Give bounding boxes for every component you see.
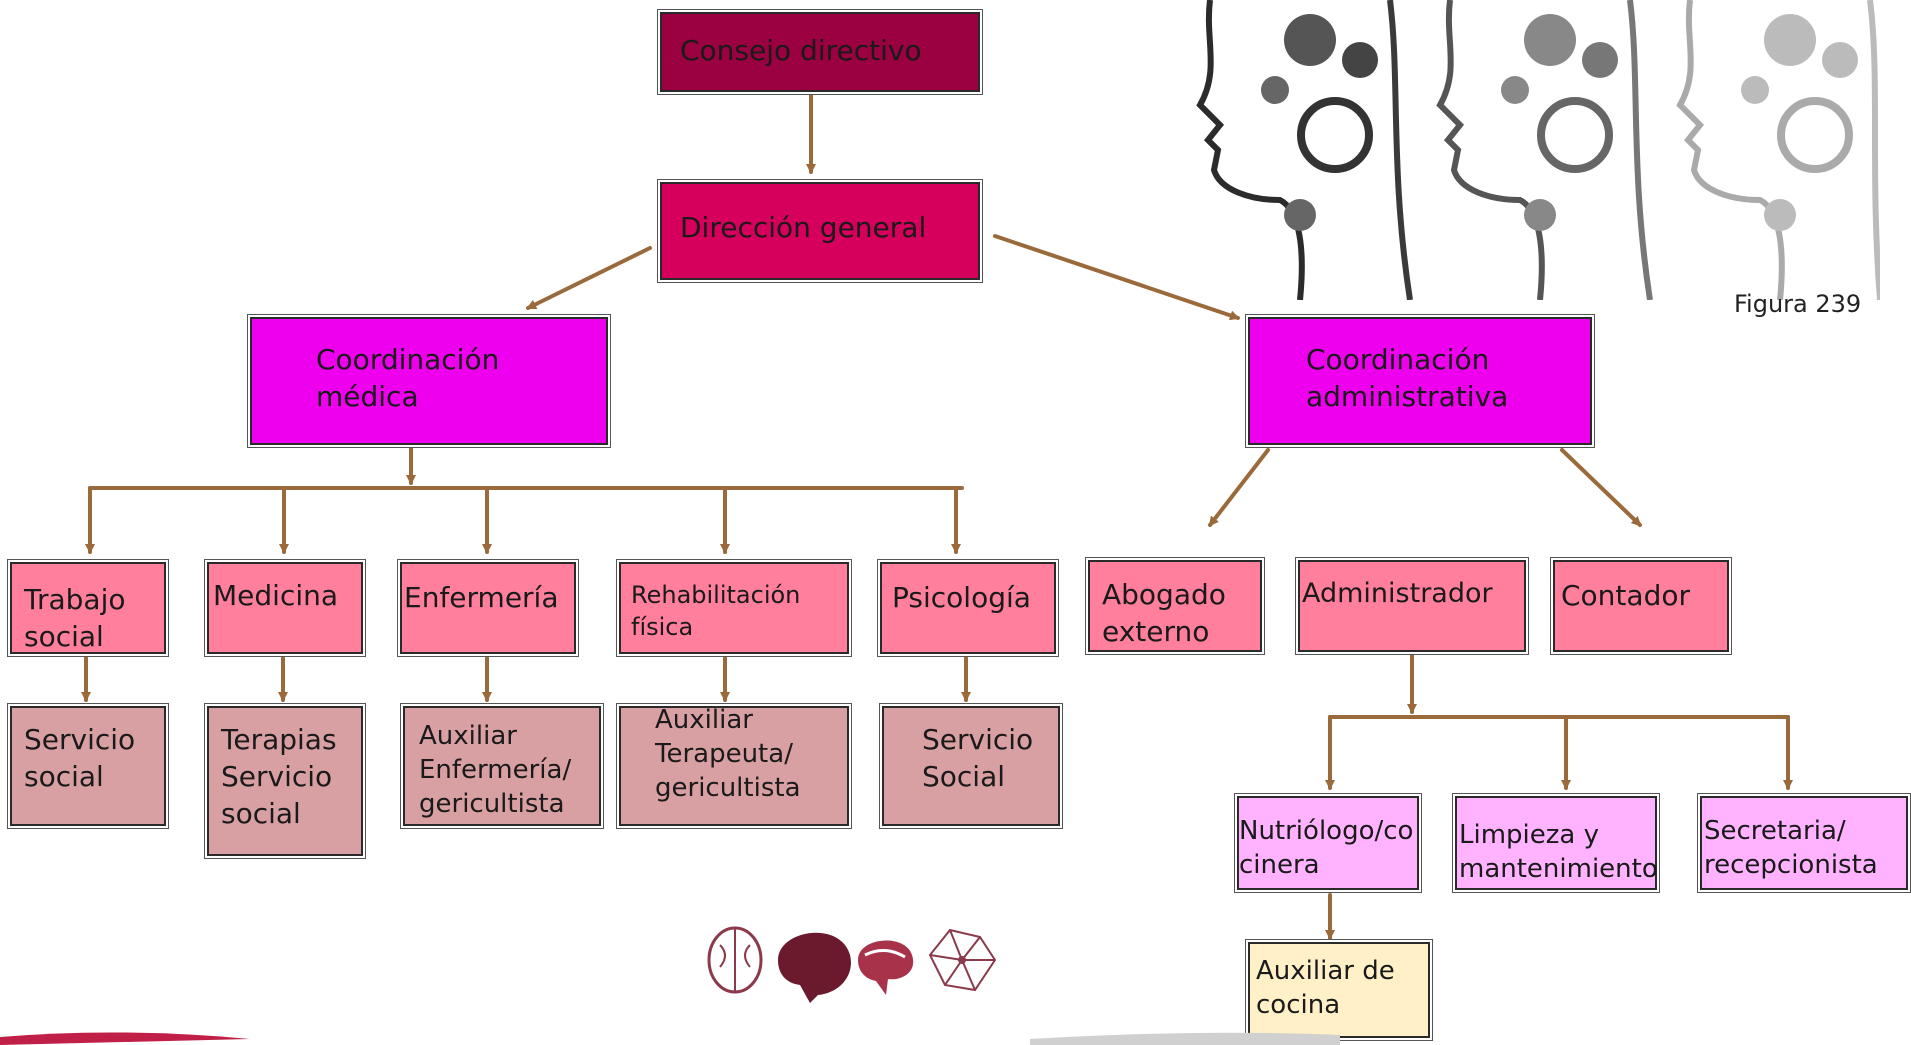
node-rehabilitacion-fisica: Rehabilitación física	[619, 562, 849, 654]
node-label: Medicina	[213, 579, 339, 612]
node-servicio-social-psicologia: Servicio Social	[882, 706, 1060, 826]
bottom-swoosh	[0, 1032, 1340, 1045]
node-label: Trabajo social	[24, 583, 126, 653]
node-label: Auxiliar Terapeuta/ gericultista	[655, 705, 801, 803]
brain-outline-icon	[707, 926, 763, 994]
node-label: Auxiliar de cocina	[1256, 956, 1395, 1021]
node-psicologia: Psicología	[880, 562, 1056, 654]
node-coordinacion-medica: Coordinación médica	[250, 317, 608, 445]
node-medicina: Medicina	[207, 562, 363, 654]
node-label: Enfermería	[404, 581, 559, 614]
node-label: Terapias Servicio social	[221, 723, 337, 830]
node-label: Nutriólogo/co cinera	[1239, 816, 1414, 881]
node-direccion-general: Dirección general	[660, 182, 980, 280]
node-trabajo-social: Trabajo social	[10, 562, 166, 654]
node-label: Contador	[1561, 579, 1690, 612]
three-heads-with-gears-icon	[1196, 0, 1880, 300]
node-auxiliar-cocina: Auxiliar de cocina	[1248, 942, 1430, 1038]
network-brain-icon	[928, 928, 997, 992]
node-label: Limpieza y mantenimiento	[1459, 820, 1658, 885]
node-label: Coordinación médica	[316, 343, 500, 413]
node-limpieza-mantenimiento: Limpieza y mantenimiento	[1455, 796, 1658, 890]
node-contador: Contador	[1553, 560, 1729, 652]
node-abogado-externo: Abogado externo	[1088, 560, 1262, 652]
node-label: Dirección general	[680, 211, 927, 244]
node-label: Consejo directivo	[680, 34, 922, 67]
node-label: Servicio social	[24, 723, 136, 793]
node-label: Secretaria/ recepcionista	[1704, 816, 1878, 881]
brain-side-icon	[858, 940, 914, 995]
node-enfermeria: Enfermería	[400, 562, 576, 654]
node-label: Servicio Social	[922, 723, 1034, 793]
node-administrador: Administrador	[1298, 560, 1526, 652]
figure-caption: Figura 239	[1734, 290, 1862, 318]
node-nutriologo-cocinera: Nutriólogo/co cinera	[1237, 796, 1419, 890]
node-label: Rehabilitación física	[631, 581, 801, 641]
node-auxiliar-enfermeria: Auxiliar Enfermería/ gericultista	[403, 706, 601, 826]
node-label: Abogado externo	[1102, 578, 1226, 648]
node-coordinacion-administrativa: Coordinación administrativa	[1248, 317, 1592, 445]
node-label: Psicología	[892, 581, 1031, 614]
node-secretaria-recepcionista: Secretaria/ recepcionista	[1700, 796, 1908, 890]
node-label: Coordinación administrativa	[1306, 343, 1509, 413]
node-auxiliar-terapeuta: Auxiliar Terapeuta/ gericultista	[619, 705, 849, 826]
node-label: Auxiliar Enfermería/ gericultista	[419, 721, 572, 819]
node-terapias-servicio-social: Terapias Servicio social	[207, 706, 363, 856]
head-silhouette-icon	[778, 932, 851, 1003]
node-consejo-directivo: Consejo directivo	[660, 12, 980, 92]
node-label: Administrador	[1302, 578, 1493, 609]
bottom-brain-icons	[707, 926, 997, 1003]
node-servicio-social: Servicio social	[10, 706, 166, 826]
